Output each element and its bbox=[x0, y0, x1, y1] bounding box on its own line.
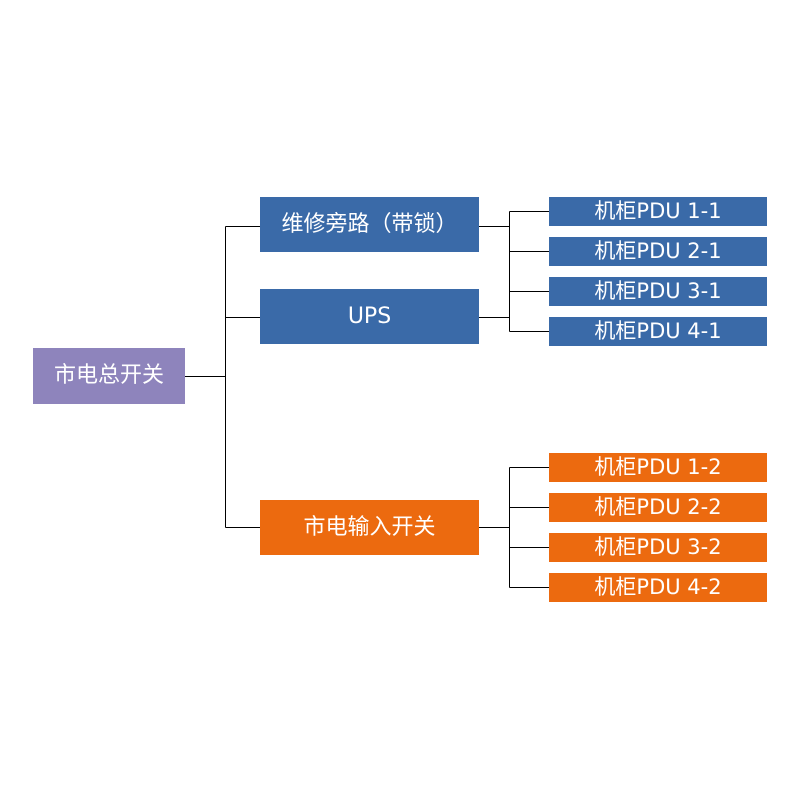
pdu-label: 机柜PDU 3-1 bbox=[594, 279, 722, 303]
pdu-node-4-2: 机柜PDU 4-2 bbox=[549, 573, 767, 602]
mains-input-node: 市电输入开关 bbox=[260, 500, 479, 555]
pdu-node-2-2: 机柜PDU 2-2 bbox=[549, 493, 767, 522]
pdu-node-1-1: 机柜PDU 1-1 bbox=[549, 197, 767, 226]
pdu-label: 机柜PDU 3-2 bbox=[594, 535, 722, 559]
pdu-node-3-1: 机柜PDU 3-1 bbox=[549, 277, 767, 306]
pdu-label: 机柜PDU 2-2 bbox=[594, 495, 722, 519]
main-switch-label: 市电总开关 bbox=[53, 363, 164, 388]
pdu-label: 机柜PDU 2-1 bbox=[594, 239, 722, 263]
pdu-label: 机柜PDU 1-1 bbox=[594, 199, 722, 223]
ups-label: UPS bbox=[347, 303, 392, 329]
main-switch-node: 市电总开关 bbox=[33, 348, 185, 404]
pdu-node-4-1: 机柜PDU 4-1 bbox=[549, 317, 767, 346]
bypass-label: 维修旁路（带锁） bbox=[281, 211, 458, 237]
pdu-node-1-2: 机柜PDU 1-2 bbox=[549, 453, 767, 482]
pdu-label: 机柜PDU 1-2 bbox=[594, 455, 722, 479]
mains-input-label: 市电输入开关 bbox=[303, 514, 436, 540]
pdu-label: 机柜PDU 4-1 bbox=[594, 319, 722, 343]
bypass-node: 维修旁路（带锁） bbox=[260, 197, 479, 252]
pdu-node-3-2: 机柜PDU 3-2 bbox=[549, 533, 767, 562]
ups-node: UPS bbox=[260, 289, 479, 344]
pdu-node-2-1: 机柜PDU 2-1 bbox=[549, 237, 767, 266]
pdu-label: 机柜PDU 4-2 bbox=[594, 575, 722, 599]
